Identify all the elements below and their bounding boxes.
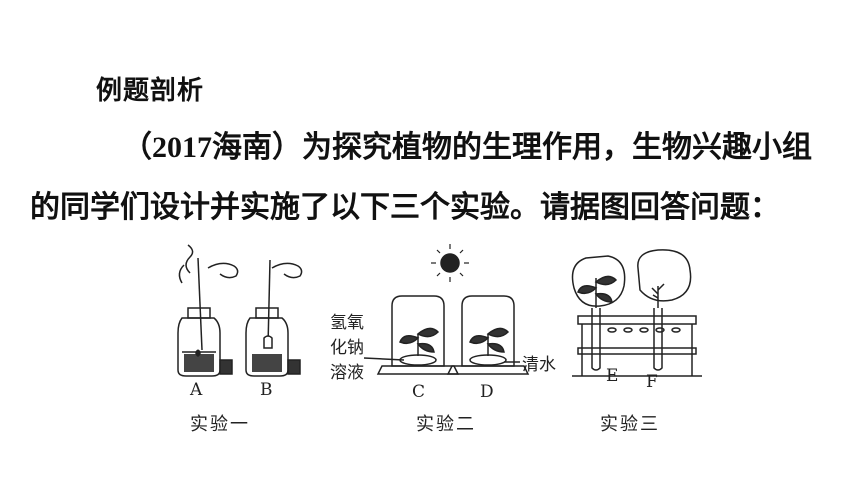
caption-experiment-1: 实验一 <box>190 414 250 435</box>
sun-icon <box>431 244 469 282</box>
experiment-illustration <box>177 244 702 377</box>
label-f: F <box>646 372 658 392</box>
close-paren: ） <box>272 130 302 165</box>
label-naoh-3: 溶液 <box>330 363 364 383</box>
label-d: D <box>480 382 494 402</box>
caption-experiment-3: 实验三 <box>600 414 660 435</box>
label-b: B <box>260 380 273 400</box>
label-naoh-1: 氢氧 <box>330 313 364 333</box>
caption-experiment-2: 实验二 <box>416 414 476 435</box>
experiment-figure: A B 氢氧 化钠 溶液 C D 清水 E F 实验一 实验二 实验三 <box>168 238 728 438</box>
question-year: 2017 <box>152 131 212 164</box>
section-heading: 例题剖析 <box>96 76 205 106</box>
plant-icon <box>571 255 626 308</box>
jar-icon <box>245 259 303 377</box>
bell-jar-icon <box>376 295 460 375</box>
label-c: C <box>412 382 426 402</box>
bell-jar-icon <box>446 295 530 375</box>
question-text-line2: 的同学们设计并实施了以下三个实验。请据图回答问题： <box>30 190 780 225</box>
label-e: E <box>606 366 619 386</box>
label-a: A <box>190 380 203 400</box>
question-source: 海南 <box>212 130 272 165</box>
jar-icon <box>177 244 239 377</box>
question-text-line1: 为探究植物的生理作用，生物兴趣小组 <box>302 130 812 165</box>
open-paren: （ <box>122 130 152 165</box>
label-water: 清水 <box>522 355 556 375</box>
question-paragraph: （2017海南）为探究植物的生理作用，生物兴趣小组的同学们设计并实施了以下三个实… <box>30 118 830 238</box>
test-tube-rack-icon <box>572 308 702 377</box>
label-naoh-2: 化钠 <box>330 338 364 358</box>
plant-icon <box>637 249 692 308</box>
